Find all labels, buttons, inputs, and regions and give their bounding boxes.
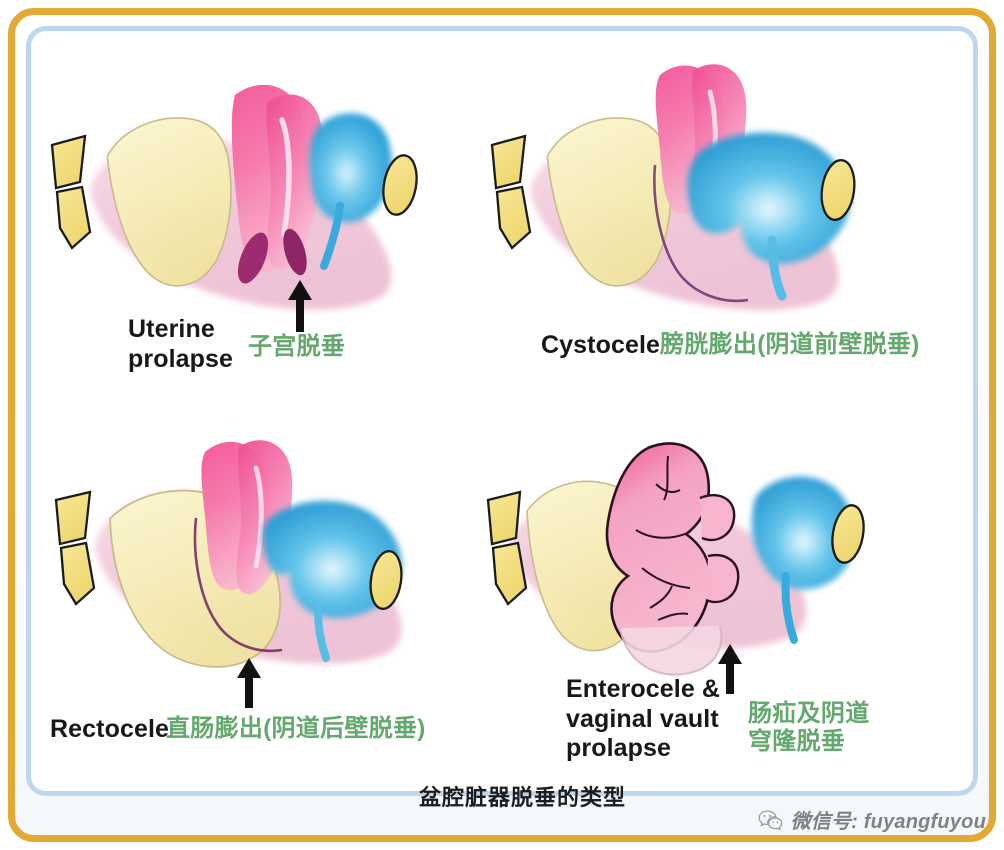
bowel-loops xyxy=(605,442,740,653)
up-arrow-icon xyxy=(237,658,261,708)
label-rectocele-cn: 直肠膨出(阴道后壁脱垂) xyxy=(166,715,426,742)
poster-caption: 盆腔脏器脱垂的类型 xyxy=(419,785,627,810)
wechat-id-text: 微信号: fuyangfuyou xyxy=(790,811,986,833)
label-cystocele-en: Cystocele xyxy=(541,331,661,359)
label-enterocele-en: Enterocele & vaginal vault prolapse xyxy=(566,675,721,762)
label-enterocele-cn: 肠疝及阴道 穹隆脱垂 xyxy=(748,700,870,756)
label-uterine-prolapse-cn: 子宫脱垂 xyxy=(248,333,346,360)
panel-cystocele xyxy=(490,64,856,311)
wechat-icon xyxy=(757,807,783,833)
panel-uterine-prolapse xyxy=(50,84,418,332)
label-cystocele-cn: 膀胱膨出(阴道前壁脱垂) xyxy=(660,331,920,358)
up-arrow-icon xyxy=(288,280,312,332)
panel-enterocele xyxy=(486,442,865,694)
label-rectocele-en: Rectocele xyxy=(50,715,170,743)
up-arrow-icon xyxy=(718,644,742,694)
footer-wechat: 微信号: fuyangfuyou xyxy=(757,805,986,834)
panel-rectocele xyxy=(54,440,403,708)
label-uterine-prolapse-en: Uterine prolapse xyxy=(128,315,233,373)
